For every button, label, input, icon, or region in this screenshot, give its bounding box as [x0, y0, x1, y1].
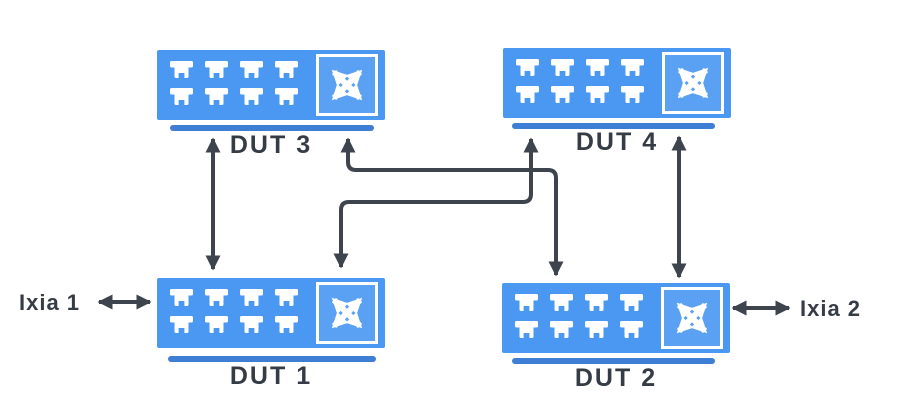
port-icon — [620, 294, 643, 312]
port-icon — [240, 316, 263, 334]
port-icon — [275, 316, 298, 334]
port-icon — [170, 316, 193, 334]
port-icon — [275, 289, 298, 307]
switch-dut-2 — [502, 283, 730, 353]
port-icon — [585, 294, 608, 312]
port-icon — [240, 61, 263, 79]
link-dut4-dut1 — [333, 137, 539, 269]
port-icon — [516, 59, 539, 77]
port-icon — [621, 59, 644, 77]
label-dut-4: DUT 4 — [575, 128, 659, 156]
port-icon — [551, 59, 574, 77]
port-icon — [516, 86, 539, 104]
switch-dut-4 — [503, 48, 731, 118]
port-grid — [170, 289, 298, 338]
port-icon — [275, 88, 298, 106]
switch-underline — [170, 125, 374, 131]
port-icon — [621, 86, 644, 104]
port-icon — [205, 289, 228, 307]
port-icon — [586, 86, 609, 104]
port-icon — [170, 88, 193, 106]
switch-dut-3 — [157, 50, 385, 120]
crossbar-arrows-icon — [316, 54, 378, 116]
port-grid — [170, 61, 298, 110]
link-dut3-dut2 — [340, 137, 564, 277]
port-grid — [515, 294, 643, 343]
port-icon — [205, 316, 228, 334]
label-ixia-1: Ixia 1 — [19, 290, 81, 315]
port-icon — [550, 321, 573, 339]
port-icon — [205, 88, 228, 106]
port-icon — [551, 86, 574, 104]
port-icon — [515, 321, 538, 339]
crossbar-arrows-icon — [316, 282, 378, 344]
label-ixia-2: Ixia 2 — [800, 296, 862, 321]
label-dut-1: DUT 1 — [229, 362, 313, 390]
switch-dut-1 — [157, 278, 385, 348]
port-icon — [170, 289, 193, 307]
port-icon — [205, 61, 228, 79]
port-grid — [516, 59, 644, 108]
crossbar-arrows-icon — [661, 287, 723, 349]
port-icon — [240, 88, 263, 106]
port-icon — [240, 289, 263, 307]
crossbar-arrows-icon — [662, 52, 724, 114]
port-icon — [275, 61, 298, 79]
port-icon — [170, 61, 193, 79]
switch-underline — [512, 123, 715, 129]
port-icon — [515, 294, 538, 312]
switch-underline — [168, 356, 376, 362]
switch-underline — [512, 358, 715, 364]
port-icon — [550, 294, 573, 312]
port-icon — [586, 59, 609, 77]
port-icon — [620, 321, 643, 339]
label-dut-3: DUT 3 — [229, 131, 313, 159]
port-icon — [585, 321, 608, 339]
label-dut-2: DUT 2 — [574, 364, 658, 392]
